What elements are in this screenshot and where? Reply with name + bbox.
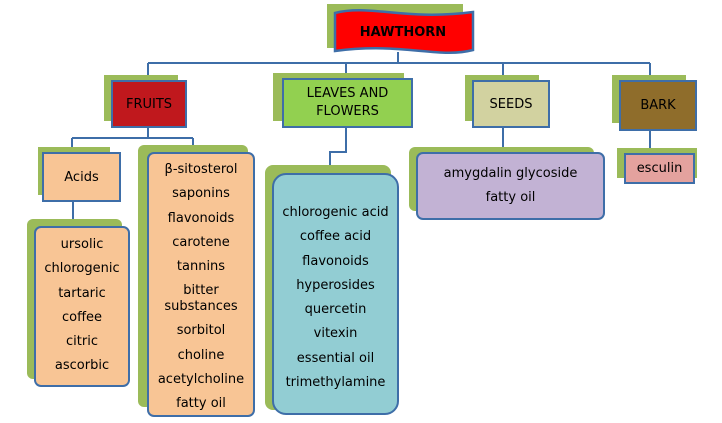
category-leaves-label: LEAVES AND FLOWERS — [306, 86, 389, 119]
category-bark-label: BARK — [640, 98, 676, 113]
category-seeds-label: SEEDS — [489, 96, 533, 112]
acid-item: coffee — [61, 309, 103, 325]
acid-item: ursolic — [60, 237, 104, 252]
category-bark: BARK — [619, 80, 697, 131]
leaves-flowers-list: chlorogenic acid coffee acid flavonoids … — [272, 173, 399, 415]
fruits-acids-box: Acids — [42, 152, 121, 202]
seeds-list: amygdalin glycoside fatty oil — [416, 152, 605, 220]
connector-leaves-list — [329, 128, 347, 170]
fruits-other-list: β-sitosterol saponins flavonoids caroten… — [147, 152, 255, 417]
leaves-item: quercetin — [304, 302, 367, 318]
acid-item: ascorbic — [54, 358, 110, 374]
fruits-acids-label: Acids — [64, 169, 99, 185]
root-banner-shape — [333, 9, 475, 54]
acid-item: tartaric — [58, 285, 106, 301]
category-seeds: SEEDS — [472, 80, 550, 128]
category-fruits: FRUITS — [111, 80, 187, 128]
leaves-item: chlorogenic acid — [282, 205, 389, 220]
fruit-other-item: saponins — [172, 186, 230, 202]
seeds-item: fatty oil — [485, 190, 536, 206]
category-leaves-flowers: LEAVES AND FLOWERS — [282, 78, 413, 128]
fruit-other-item: fatty oil — [176, 396, 226, 412]
leaves-item: vitexin — [313, 326, 358, 342]
leaves-item: essential oil — [296, 350, 375, 366]
leaves-item: hyperosides — [296, 277, 375, 293]
fruit-other-item: tannins — [176, 259, 226, 275]
leaves-item: trimethylamine — [285, 375, 386, 391]
fruit-other-item: choline — [177, 347, 225, 363]
leaves-item: coffee acid — [299, 229, 372, 245]
seeds-item: amygdalin glycoside — [443, 166, 578, 181]
acid-item: citric — [66, 334, 98, 350]
fruit-other-item: bitter substances — [164, 283, 238, 315]
category-fruits-label: FRUITS — [125, 96, 173, 112]
acid-item: chlorogenic — [44, 261, 120, 277]
bark-item: esculin — [636, 161, 683, 176]
leaves-item: flavonoids — [302, 253, 369, 269]
fruit-other-item: acetylcholine — [157, 372, 245, 388]
fruits-acids-list: ursolic chlorogenic tartaric coffee citr… — [34, 226, 130, 387]
root-title: HAWTHORN — [359, 24, 447, 40]
fruit-other-item: β-sitosterol — [164, 162, 238, 177]
fruit-other-item: carotene — [172, 234, 230, 250]
fruit-other-item: flavonoids — [167, 210, 235, 226]
bark-list: esculin — [624, 153, 695, 184]
fruit-other-item: sorbitol — [176, 323, 226, 339]
